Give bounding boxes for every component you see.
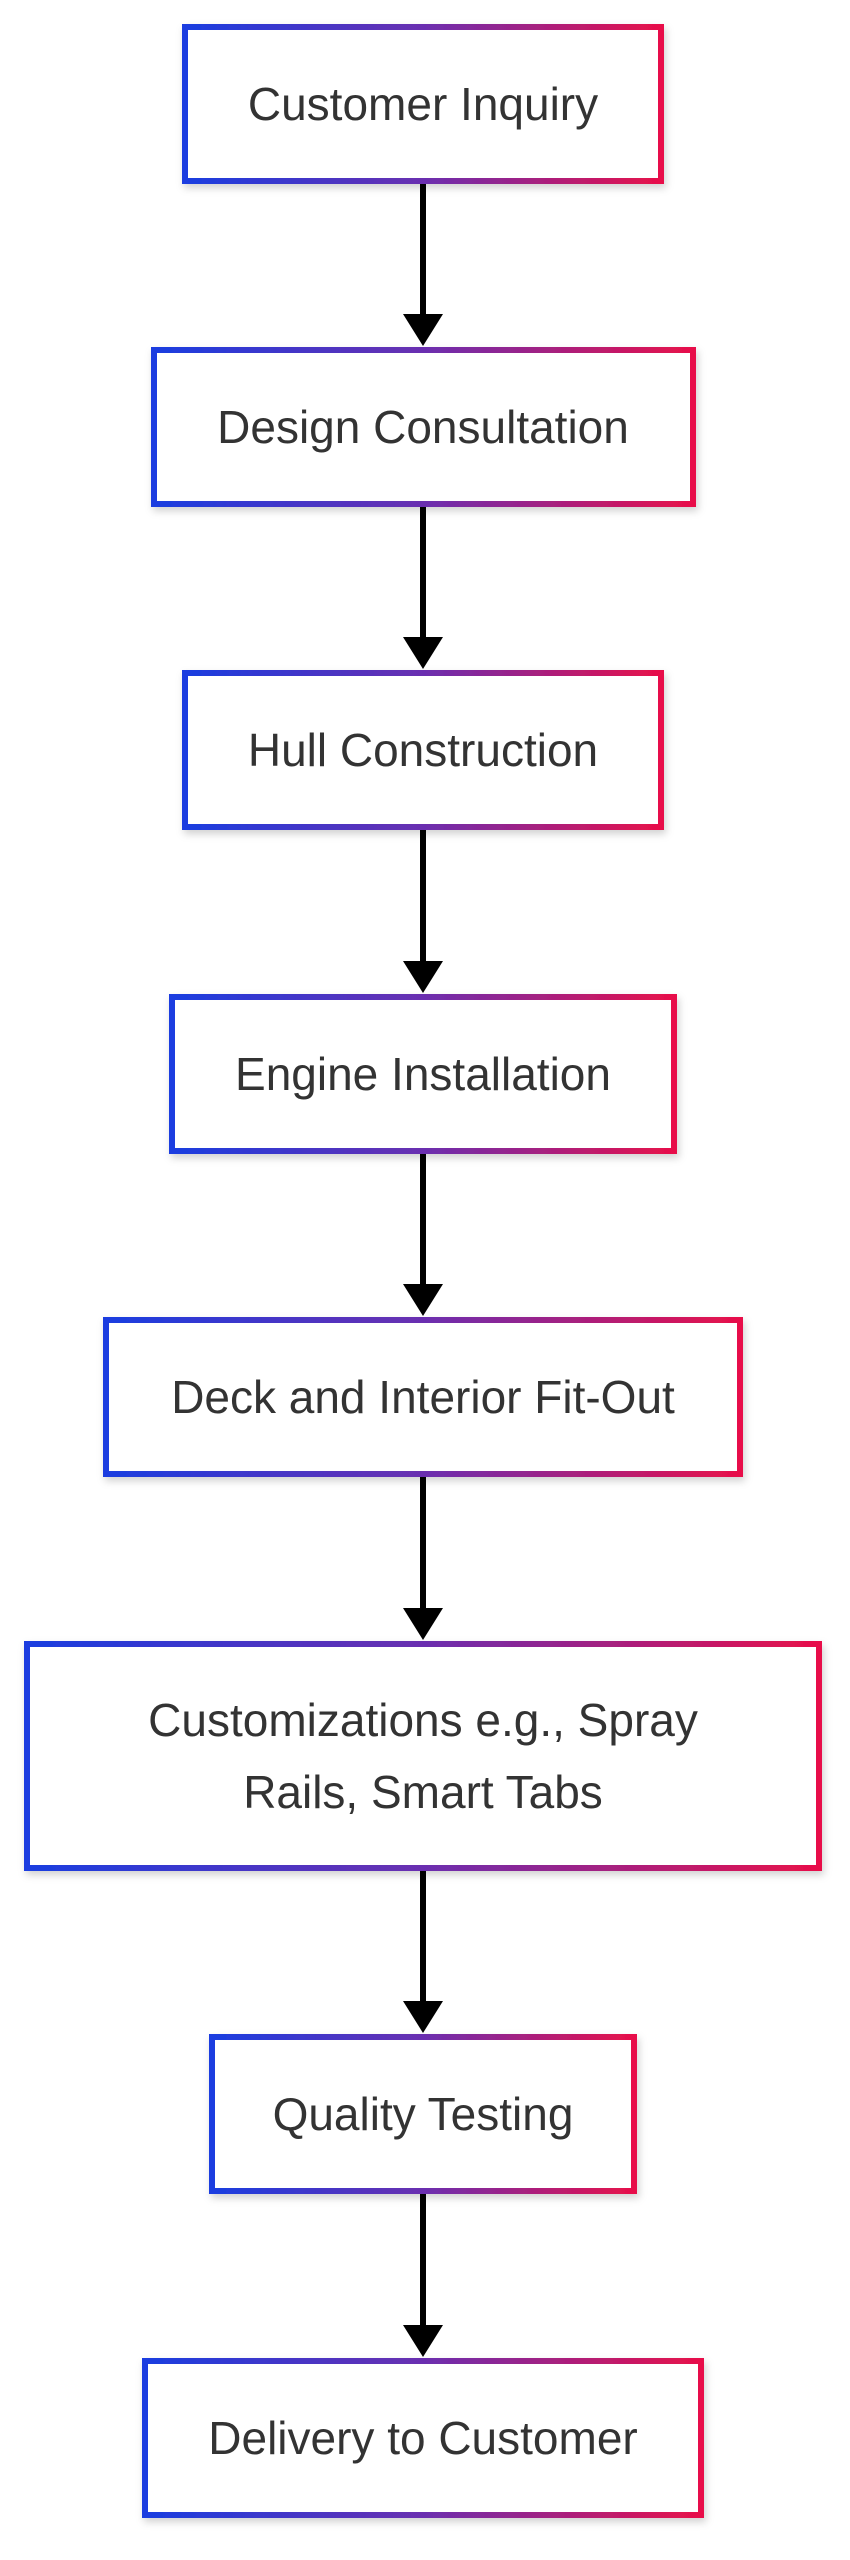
step-node-design-consultation: Design Consultation (151, 347, 696, 507)
step-label: Quality Testing (273, 2088, 574, 2140)
arrowhead-icon (403, 1608, 443, 1640)
step-node-engine-installation: Engine Installation (169, 994, 677, 1154)
arrow-quality-testing-to-delivery-to-customer (403, 2194, 443, 2357)
step-label: Engine Installation (235, 1048, 611, 1100)
step-node-quality-testing: Quality Testing (209, 2034, 637, 2194)
step-node-deck-and-interior-fit-out: Deck and Interior Fit-Out (103, 1317, 743, 1477)
step-box (182, 24, 664, 184)
step-label: Hull Construction (248, 724, 598, 776)
step-box (151, 347, 696, 507)
arrow-design-consultation-to-hull-construction (403, 507, 443, 669)
step-label: Delivery to Customer (208, 2412, 637, 2464)
step-label: Deck and Interior Fit-Out (171, 1371, 675, 1423)
step-label: Customizations e.g., Spray (148, 1694, 698, 1746)
step-node-hull-construction: Hull Construction (182, 670, 664, 830)
arrowhead-icon (403, 637, 443, 669)
step-label: Customer Inquiry (248, 78, 598, 130)
arrowhead-icon (403, 314, 443, 346)
arrowhead-icon (403, 1284, 443, 1316)
arrowhead-icon (403, 2325, 443, 2357)
step-box (103, 1317, 743, 1477)
step-label: Design Consultation (217, 401, 629, 453)
arrow-customer-inquiry-to-design-consultation (403, 184, 443, 346)
step-box (182, 670, 664, 830)
connector-layer (403, 184, 443, 2357)
arrow-engine-installation-to-deck-and-interior-fit-out (403, 1154, 443, 1316)
arrow-customizations-to-quality-testing (403, 1871, 443, 2033)
arrowhead-icon (403, 961, 443, 993)
step-node-customer-inquiry: Customer Inquiry (182, 24, 664, 184)
arrow-deck-and-interior-fit-out-to-customizations (403, 1477, 443, 1640)
step-node-delivery-to-customer: Delivery to Customer (142, 2358, 704, 2518)
step-box (209, 2034, 637, 2194)
step-box (142, 2358, 704, 2518)
arrowhead-icon (403, 2001, 443, 2033)
step-box (169, 994, 677, 1154)
step-label: Rails, Smart Tabs (243, 1766, 603, 1818)
step-box (24, 1641, 822, 1871)
arrow-hull-construction-to-engine-installation (403, 830, 443, 993)
